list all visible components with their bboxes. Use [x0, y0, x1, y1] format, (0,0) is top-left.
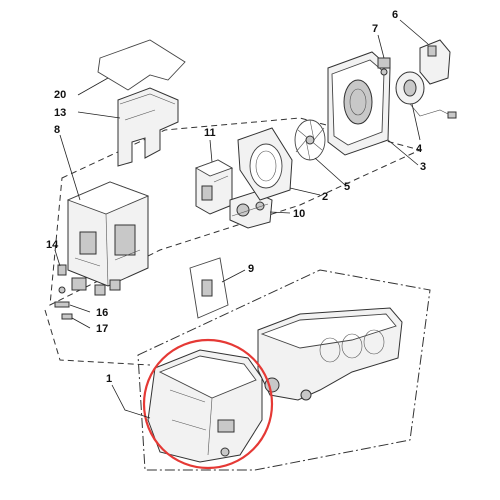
leader-20	[77, 77, 109, 96]
highlight-circle	[142, 338, 274, 470]
part-7-fastener[interactable]	[377, 57, 391, 76]
callout-17: 17	[96, 323, 108, 335]
callout-7: 7	[372, 23, 378, 35]
callout-11: 11	[204, 127, 216, 139]
leader-11	[209, 139, 213, 163]
part-5-fan-blade[interactable]	[294, 119, 326, 161]
callout-10: 10	[293, 208, 305, 220]
callout-6: 6	[392, 9, 398, 21]
callout-20: 20	[54, 89, 66, 101]
part-11-switch[interactable]	[194, 159, 234, 215]
part-20-sheet[interactable]	[97, 39, 186, 91]
callout-5: 5	[344, 181, 350, 193]
part-10-motor[interactable]	[229, 191, 273, 229]
callout-1: 1	[106, 373, 112, 385]
part-14-clip[interactable]	[57, 264, 67, 294]
part-2-shroud[interactable]	[237, 127, 293, 201]
leader-2	[289, 187, 321, 196]
callout-14: 14	[46, 239, 59, 251]
callout-2: 2	[322, 191, 328, 203]
part-13-bracket[interactable]	[117, 87, 179, 167]
leader-3	[387, 139, 419, 166]
leader-13	[77, 111, 121, 119]
leader-4	[411, 103, 421, 141]
leader-16	[69, 304, 91, 313]
part-8-housing[interactable]	[66, 181, 150, 296]
callout-13: 13	[54, 107, 66, 119]
part-17-piece[interactable]	[61, 313, 73, 320]
assembly-boundary-upper	[49, 117, 422, 306]
part-16-piece[interactable]	[54, 301, 70, 308]
leader-1	[111, 384, 151, 419]
leader-7	[377, 34, 385, 59]
callout-3: 3	[420, 161, 426, 173]
part-9-cover[interactable]	[189, 257, 229, 319]
assembly-boundary-lower	[137, 269, 431, 471]
callout-16: 16	[96, 307, 108, 319]
leader-8	[59, 134, 81, 201]
callout-8: 8	[54, 124, 60, 136]
leader-14	[54, 249, 61, 267]
part-4-fan-motor[interactable]	[395, 71, 457, 119]
leader-6	[399, 19, 429, 45]
leader-10	[269, 211, 291, 214]
ice-tray-housing[interactable]	[257, 307, 403, 401]
part-6-motor-bracket[interactable]	[419, 39, 451, 85]
callout-9: 9	[248, 263, 254, 275]
leader-5	[314, 157, 346, 186]
leader-17	[71, 317, 91, 329]
part-1-ice-bucket[interactable]	[147, 349, 263, 463]
assembly-boundary-left	[44, 309, 151, 366]
leader-9	[221, 269, 246, 283]
callout-4: 4	[416, 143, 423, 155]
